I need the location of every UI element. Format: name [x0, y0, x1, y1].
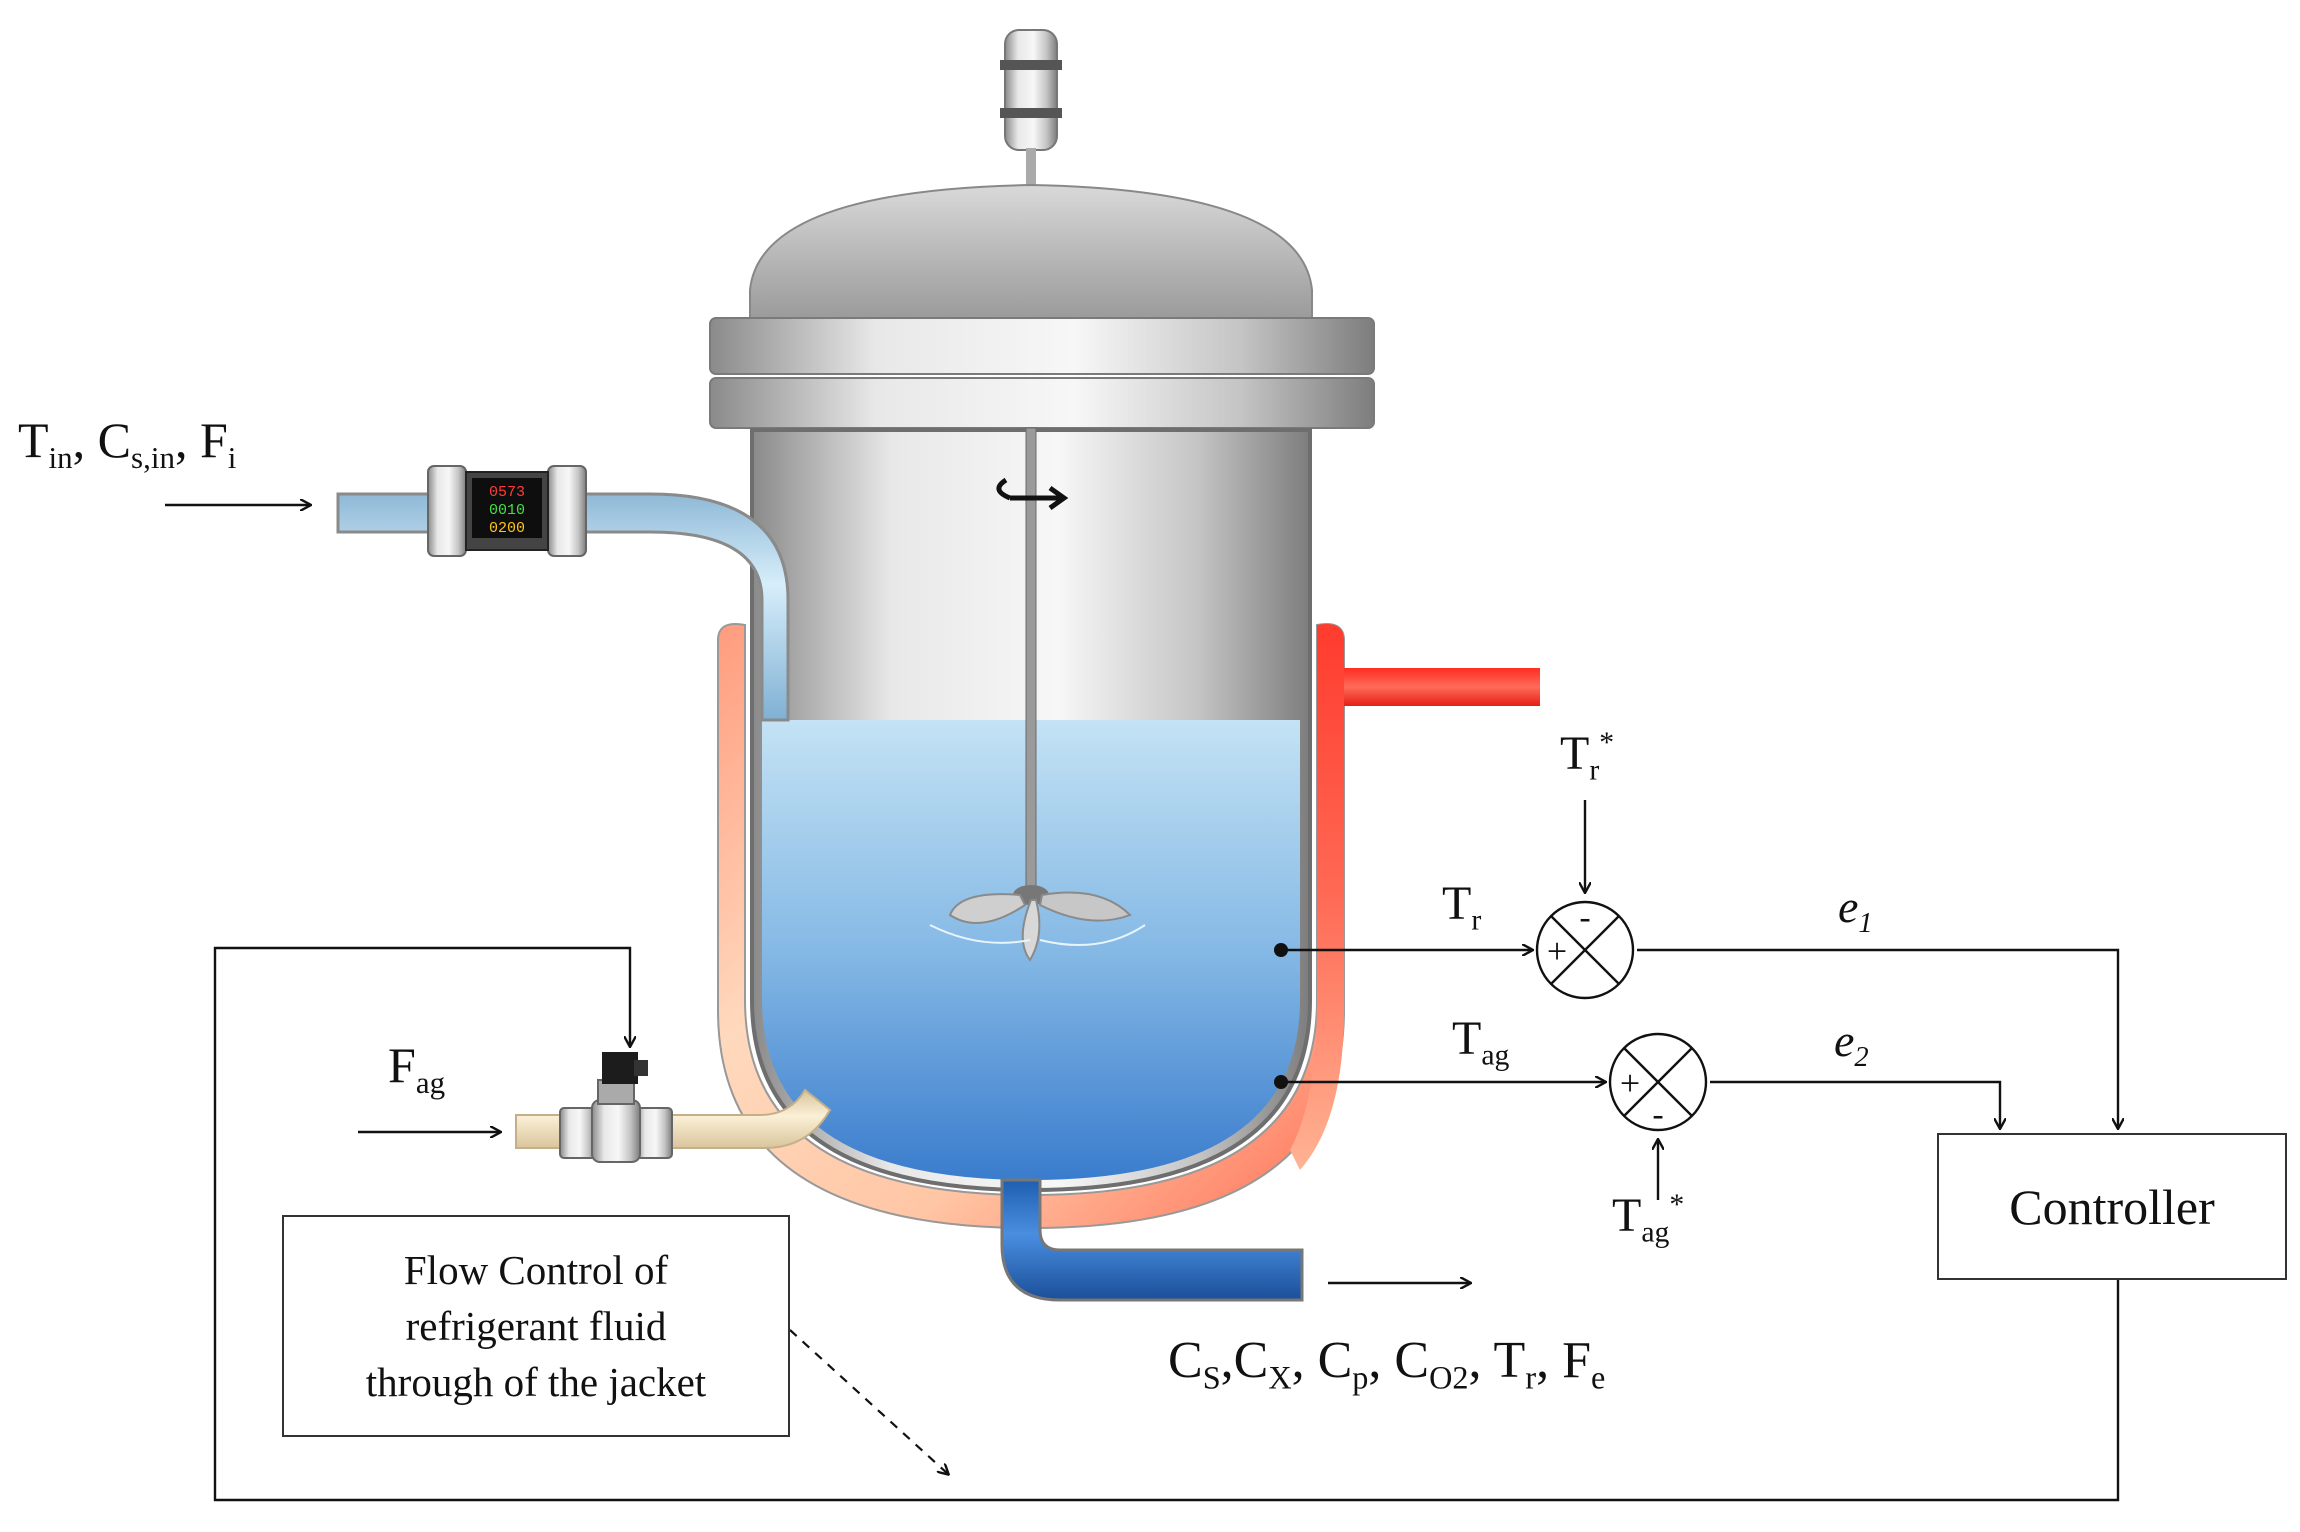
- outlet-label-sub-5: e: [1590, 1359, 1606, 1396]
- error1-label: e1: [1838, 881, 1873, 940]
- solenoid-valve: [559, 1052, 673, 1163]
- coolant-flow-label: Fag: [388, 1037, 446, 1100]
- flowmeter-readout-2: 0010: [489, 502, 525, 519]
- outlet-label-part-0: C: [1168, 1332, 1203, 1389]
- reactor-lid: [709, 183, 1375, 429]
- agitator-motor: [1000, 29, 1062, 188]
- jacket-temp-label: Tag: [1452, 1012, 1510, 1072]
- outlet-label-part-2: , C: [1291, 1332, 1353, 1389]
- outlet-label-part-3: , C: [1368, 1332, 1430, 1389]
- note-line-3: through of the jacket: [365, 1359, 707, 1405]
- outlet-label-sub-4: r: [1525, 1359, 1537, 1396]
- outlet-pipe: [1000, 1178, 1304, 1302]
- tr-sensor-point: [1274, 943, 1288, 957]
- impeller: [929, 427, 1146, 962]
- flowmeter-readout-3: 0200: [489, 520, 525, 537]
- note-line-2: refrigerant fluid: [405, 1303, 667, 1349]
- outlet-label-sub-2: p: [1352, 1359, 1369, 1396]
- sum1-plus: +: [1547, 931, 1567, 971]
- outlet-label-part-4: , T: [1468, 1332, 1526, 1389]
- sum1-minus: -: [1579, 899, 1590, 936]
- control-lines: [213, 800, 2118, 1502]
- flowmeter-readout-1: 0573: [489, 484, 525, 501]
- flow-meter: [427, 465, 587, 557]
- feed-label: Tin, Cs,in, Fi: [18, 412, 237, 475]
- flow-control-note: Flow Control of refrigerant fluid throug…: [282, 1215, 790, 1437]
- controller-box: Controller: [1937, 1133, 2287, 1280]
- outlet-label-sub-3: O2: [1429, 1359, 1469, 1396]
- outlet-label-sub-1: X: [1268, 1359, 1292, 1396]
- jacket-setpoint-label: Tag*: [1612, 1188, 1685, 1249]
- note-line-1: Flow Control of: [403, 1247, 669, 1293]
- summing-junction-2: [1608, 1032, 1708, 1132]
- tag-sensor-point: [1274, 1075, 1288, 1089]
- outlet-label: CS,CX, Cp, CO2, Tr, Fe: [1168, 1335, 1605, 1394]
- sum2-minus: -: [1652, 1096, 1663, 1133]
- summing-junction-1: [1535, 900, 1635, 1000]
- error2-label: e2: [1834, 1015, 1869, 1074]
- outlet-label-sub-0: S: [1202, 1359, 1221, 1396]
- reactor-setpoint-label: Tr*: [1560, 726, 1615, 787]
- controller-label: Controller: [2009, 1178, 2215, 1235]
- sum2-plus: +: [1620, 1063, 1640, 1103]
- note-dashed-arrow: [789, 1329, 948, 1474]
- reactor-temp-label: Tr: [1442, 877, 1482, 937]
- outlet-label-part-5: , F: [1536, 1332, 1591, 1389]
- feed-pipe: [336, 492, 790, 722]
- outlet-label-part-1: ,C: [1220, 1332, 1269, 1389]
